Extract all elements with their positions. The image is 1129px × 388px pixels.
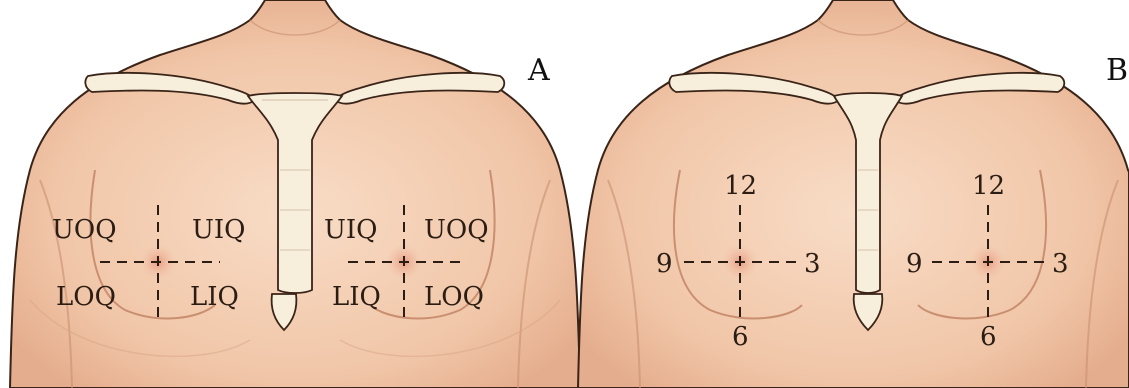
panel-b: 12 9 3 6 12 9 3 6 B — [578, 0, 1129, 388]
panel-a: UOQ UIQ LOQ LIQ UIQ UOQ LIQ LOQ A — [10, 0, 580, 388]
label-uiq-left: UIQ — [324, 215, 378, 245]
label-liq-left: LIQ — [332, 282, 381, 312]
clock-12-left: 12 — [972, 171, 1005, 201]
clock-9-right: 9 — [656, 249, 673, 279]
clock-3-left: 3 — [1052, 249, 1069, 279]
label-uiq-right: UIQ — [192, 215, 246, 245]
label-liq-right: LIQ — [190, 282, 239, 312]
label-loq-right: LOQ — [56, 282, 116, 312]
clock-6-left: 6 — [980, 322, 997, 352]
torso-b — [578, 0, 1129, 388]
panel-label-b: B — [1106, 53, 1128, 88]
clock-3-right: 3 — [804, 249, 821, 279]
label-uoq-right: UOQ — [52, 215, 117, 245]
panel-label-a: A — [527, 53, 550, 88]
clock-6-right: 6 — [732, 322, 749, 352]
clock-12-right: 12 — [724, 171, 757, 201]
label-uoq-left: UOQ — [424, 215, 489, 245]
clock-9-left: 9 — [906, 249, 923, 279]
label-loq-left: LOQ — [424, 282, 484, 312]
